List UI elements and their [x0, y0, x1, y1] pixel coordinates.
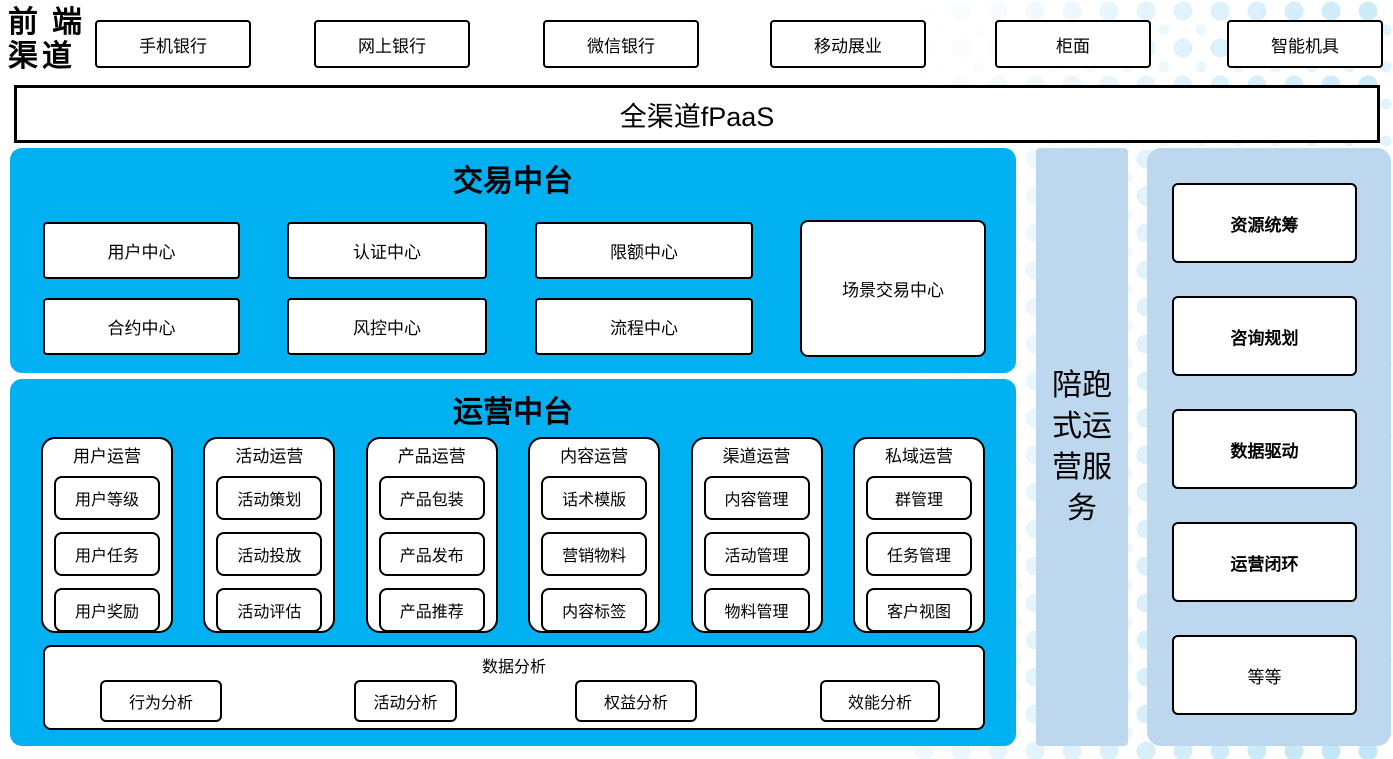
- operation-platform-section: 运营中台 用户运营 用户等级 用户任务 用户奖励 活动运营 活动策划 活动投放 …: [10, 379, 1016, 746]
- service-items-panel: 资源统筹 咨询规划 数据驱动 运营闭环 等等: [1147, 148, 1391, 746]
- op-column-title: 私域运营: [884, 447, 953, 466]
- transaction-platform-section: 交易中台 用户中心 认证中心 限额中心 合约中心 风控中心 流程中心 场景交易中…: [10, 148, 1016, 373]
- trade-center-box-auth: 认证中心: [287, 222, 487, 279]
- op-column-title: 产品运营: [397, 447, 466, 466]
- data-analysis-title: 数据分析: [481, 659, 546, 676]
- service-box-consulting: 咨询规划: [1172, 296, 1357, 376]
- op-column-activity: 活动运营 活动策划 活动投放 活动评估: [203, 437, 336, 633]
- op-item: 产品发布: [378, 532, 485, 576]
- channel-box-mobile-outreach: 移动展业: [770, 20, 926, 68]
- op-item: 活动管理: [703, 532, 810, 576]
- channel-box-wechat-banking: 微信银行: [543, 20, 699, 68]
- companion-operation-service-label: 陪跑式运营服务: [1052, 369, 1112, 525]
- op-item: 内容管理: [703, 476, 810, 520]
- channel-box-counter: 柜面: [995, 20, 1151, 68]
- analysis-box-activity: 活动分析: [354, 680, 457, 722]
- channel-box-mobile-banking: 手机银行: [95, 20, 251, 68]
- trade-center-box-user: 用户中心: [43, 222, 240, 279]
- operation-columns: 用户运营 用户等级 用户任务 用户奖励 活动运营 活动策划 活动投放 活动评估 …: [10, 437, 1016, 633]
- companion-operation-service-bar: 陪跑式运营服务: [1036, 148, 1128, 746]
- op-item: 用户任务: [54, 532, 160, 576]
- op-item: 用户奖励: [54, 588, 160, 632]
- trade-center-box-limit: 限额中心: [535, 222, 753, 279]
- transaction-platform-title: 交易中台: [453, 165, 573, 198]
- analysis-box-rights: 权益分析: [575, 680, 697, 722]
- op-item: 物料管理: [703, 588, 810, 632]
- op-column-private-domain: 私域运营 群管理 任务管理 客户视图: [852, 437, 985, 633]
- service-box-closed-loop: 运营闭环: [1172, 522, 1357, 602]
- channel-box-online-banking: 网上银行: [314, 20, 470, 68]
- op-column-title: 活动运营: [235, 447, 304, 466]
- service-box-resource-planning: 资源统筹: [1172, 183, 1357, 263]
- operation-platform-title: 运营中台: [453, 396, 573, 429]
- op-column-title: 用户运营: [73, 447, 141, 466]
- op-column-user: 用户运营 用户等级 用户任务 用户奖励: [41, 437, 173, 633]
- op-column-product: 产品运营 产品包装 产品发布 产品推荐: [365, 437, 498, 633]
- data-analysis-bar: 数据分析 行为分析 活动分析 权益分析 效能分析: [43, 645, 985, 730]
- service-box-data-driven: 数据驱动: [1172, 409, 1357, 489]
- op-item: 产品推荐: [378, 588, 485, 632]
- op-item: 任务管理: [865, 532, 972, 576]
- op-item: 用户等级: [54, 476, 160, 520]
- op-item: 活动评估: [216, 588, 323, 632]
- op-item: 活动策划: [216, 476, 323, 520]
- service-box-etc: 等等: [1172, 635, 1357, 715]
- analysis-box-behavior: 行为分析: [100, 680, 222, 722]
- op-column-content: 内容运营 话术模版 营销物料 内容标签: [528, 437, 661, 633]
- op-item: 话术模版: [541, 476, 648, 520]
- op-item: 内容标签: [541, 588, 648, 632]
- trade-center-box-contract: 合约中心: [43, 298, 240, 355]
- op-item: 客户视图: [865, 588, 972, 632]
- op-item: 群管理: [865, 476, 972, 520]
- fpaas-bar: 全渠道fPaaS: [14, 85, 1380, 143]
- op-column-channel: 渠道运营 内容管理 活动管理 物料管理: [690, 437, 823, 633]
- trade-center-box-process: 流程中心: [535, 298, 753, 355]
- analysis-box-efficiency: 效能分析: [820, 680, 940, 722]
- op-item: 营销物料: [541, 532, 648, 576]
- op-column-title: 渠道运营: [722, 447, 791, 466]
- op-column-title: 内容运营: [560, 447, 629, 466]
- trade-center-box-risk: 风控中心: [287, 298, 487, 355]
- front-channels-label: 前端渠道: [8, 6, 86, 73]
- scenario-trade-center-box: 场景交易中心: [800, 220, 986, 357]
- op-item: 活动投放: [216, 532, 323, 576]
- op-item: 产品包装: [378, 476, 485, 520]
- channel-box-smart-devices: 智能机具: [1227, 20, 1383, 68]
